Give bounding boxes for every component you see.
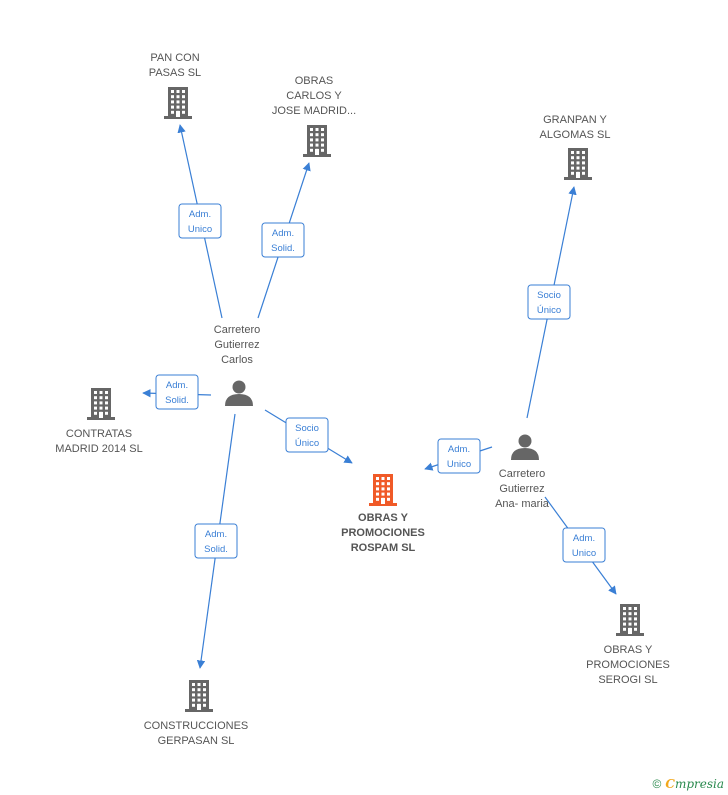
edge-carlos-pan: Adm. Unico [177,124,223,319]
main-company-node[interactable]: OBRAS Y PROMOCIONES ROSPAM SL [341,474,425,554]
footer-brand: ©Cmpresia [653,777,724,791]
edge-label-text: Único [295,438,319,449]
building-icon [369,474,397,506]
edge-label-box[interactable] [178,203,222,239]
company-node-gerpasan[interactable]: CONSTRUCCIONES GERPASAN SL [144,680,249,747]
edge-label[interactable]: Adm. Solid. [155,374,199,410]
edge-label-box[interactable] [527,284,571,320]
edge-ana-main: Adm. Unico [424,438,493,474]
company-label-line: SEROGI SL [598,674,657,686]
edge-label[interactable]: Adm. Solid. [261,222,305,258]
edge-label[interactable]: Adm. Solid. [194,523,238,559]
edge-label-text: Unico [188,224,212,235]
edge-label-text: Adm. [166,380,188,391]
edge-label-text: Socio [295,423,319,434]
edge-label[interactable]: Adm. Unico [178,203,222,239]
edge-label-box[interactable] [285,417,329,453]
building-icon [164,87,192,119]
main-company-label-line: PROMOCIONES [341,527,425,539]
building-icon [616,604,644,636]
edge-label-text: Solid. [204,544,228,555]
edge-carlos-contratas: Adm. Solid. [142,374,212,410]
edge-label-text: Adm. [448,444,470,455]
edge-label-box[interactable] [194,523,238,559]
company-node-obrascarlos[interactable]: OBRAS CARLOS Y JOSE MADRID... [272,75,356,157]
person-label-line: Carretero [499,468,545,480]
edge-label-box[interactable] [155,374,199,410]
edge-ana-serogi: Adm. Unico [544,496,617,595]
company-label: PAN CON PASAS SL [149,52,201,79]
edge-label-text: Unico [447,459,471,470]
building-icon [87,388,115,420]
company-label-line: GRANPAN Y [543,114,607,126]
main-company-label-line: OBRAS Y [358,512,409,524]
person-icon [225,380,253,406]
company-node-pan[interactable]: PAN CON PASAS SL [149,52,201,119]
company-node-serogi[interactable]: OBRAS Y PROMOCIONES SEROGI SL [586,604,670,686]
company-label-line: ALGOMAS SL [540,129,611,141]
company-label-line: CONTRATAS [66,428,132,440]
edge-label-text: Socio [537,290,561,301]
company-label: CONSTRUCCIONES GERPASAN SL [144,720,249,747]
edge-label-text: Solid. [165,395,189,406]
person-label-line: Ana- maria [495,498,550,510]
edge-label[interactable]: Adm. Unico [562,527,606,563]
edge-label-text: Solid. [271,243,295,254]
edge-label-box[interactable] [437,438,481,474]
edge-label-text: Adm. [272,228,294,239]
company-label-line: OBRAS Y [604,644,653,656]
person-label-line: Carlos [221,354,253,366]
company-label: OBRAS Y PROMOCIONES SEROGI SL [586,644,670,686]
company-label: GRANPAN Y ALGOMAS SL [540,114,611,141]
company-node-granpan[interactable]: GRANPAN Y ALGOMAS SL [540,114,611,180]
company-label-line: PASAS SL [149,67,201,79]
edge-label-text: Adm. [189,209,211,220]
brand-logo: Cmpresia [665,777,724,791]
edge-label-box[interactable] [562,527,606,563]
edge-label-box[interactable] [261,222,305,258]
edge-label-text: Único [537,305,561,316]
company-node-contratas[interactable]: CONTRATAS MADRID 2014 SL [55,388,143,455]
building-icon [303,125,331,157]
person-icon [511,434,539,460]
company-label-line: JOSE MADRID... [272,105,356,117]
person-label-line: Gutierrez [499,483,544,495]
edge-label-text: Adm. [573,533,595,544]
edge-label-text: Unico [572,548,596,559]
company-label-line: CARLOS Y [286,90,342,102]
edge-label[interactable]: Adm. Unico [437,438,481,474]
main-company-label-line: ROSPAM SL [351,542,416,554]
company-label-line: GERPASAN SL [158,735,235,747]
company-label: CONTRATAS MADRID 2014 SL [55,428,142,455]
company-label-line: PAN CON [150,52,199,64]
building-icon [185,680,213,712]
edge-carlos-obrascarlos: Adm. Solid. [257,162,311,319]
company-label-line: CONSTRUCCIONES [144,720,249,732]
main-company-label: OBRAS Y PROMOCIONES ROSPAM SL [341,512,425,554]
copyright-symbol: © [652,777,662,791]
edge-carlos-gerpasan: Adm. Solid. [194,413,238,669]
person-label-line: Gutierrez [214,339,259,351]
company-label-line: PROMOCIONES [586,659,670,671]
company-label-line: MADRID 2014 SL [55,443,142,455]
edge-label-text: Adm. [205,529,227,540]
building-icon [564,148,592,180]
company-label: OBRAS CARLOS Y JOSE MADRID... [272,75,356,117]
person-label-line: Carretero [214,324,260,336]
company-label-line: OBRAS [295,75,334,87]
